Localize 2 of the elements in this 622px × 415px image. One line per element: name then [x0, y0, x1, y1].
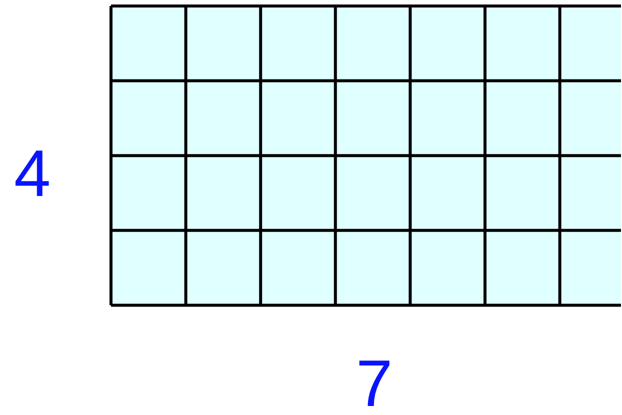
side-length-label: 7 — [356, 350, 393, 415]
side-length-label: 4 — [14, 140, 51, 206]
